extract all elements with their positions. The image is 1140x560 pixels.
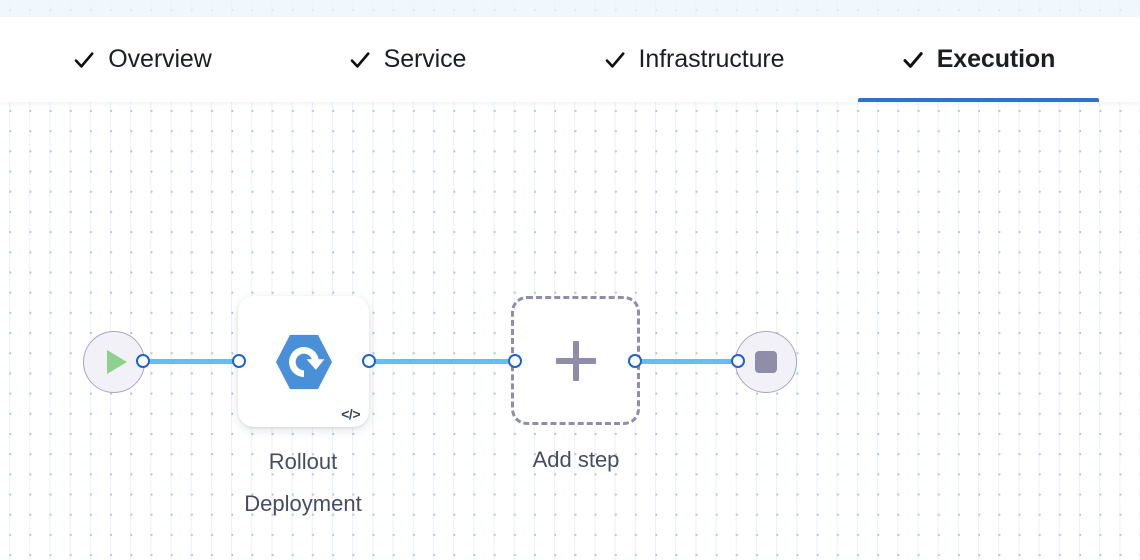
tab-infrastructure-label: Infrastructure	[638, 45, 785, 73]
start-node-output-handle[interactable]	[136, 354, 150, 368]
check-icon	[73, 49, 95, 71]
tab-service-label: Service	[383, 45, 467, 73]
add-step-input-handle[interactable]	[508, 354, 522, 368]
play-icon	[107, 350, 127, 374]
rollout-node-input-handle[interactable]	[232, 354, 246, 368]
end-node-input-handle[interactable]	[731, 354, 745, 368]
tab-execution-underline	[858, 98, 1099, 102]
rollout-node-output-handle[interactable]	[362, 354, 376, 368]
tab-execution[interactable]: Execution	[858, 17, 1099, 102]
tab-execution-label: Execution	[936, 45, 1056, 73]
check-icon	[349, 49, 371, 71]
check-icon	[902, 49, 924, 71]
plus-icon	[555, 340, 596, 381]
pipeline-start-node[interactable]	[83, 331, 145, 393]
tab-overview-underline	[0, 98, 285, 102]
tab-overview-label: Overview	[108, 45, 212, 73]
check-icon	[604, 49, 626, 71]
stop-icon	[755, 351, 777, 373]
pipeline-tabbar: Overview Service Infrastructur	[0, 17, 1140, 102]
edge-rollout-to-add-step[interactable]	[366, 359, 520, 364]
tab-overview[interactable]: Overview	[0, 17, 285, 102]
rollout-hexagon-icon	[273, 333, 335, 391]
pipeline-end-node[interactable]	[735, 331, 797, 393]
code-icon: </>	[341, 406, 360, 422]
tab-infrastructure-underline	[530, 98, 858, 102]
add-step-node[interactable]	[511, 296, 640, 425]
step-node-rollout-deployment-label: Rollout Deployment	[244, 449, 362, 516]
add-step-node-label: Add step	[532, 447, 620, 472]
tab-service[interactable]: Service	[285, 17, 530, 102]
canvas-top-strip	[0, 0, 1140, 17]
tab-infrastructure[interactable]: Infrastructure	[530, 17, 858, 102]
edge-add-step-to-end[interactable]	[632, 359, 742, 364]
step-node-rollout-deployment[interactable]: </>	[238, 296, 369, 427]
add-step-output-handle[interactable]	[628, 354, 642, 368]
edge-start-to-rollout[interactable]	[140, 359, 244, 364]
tab-service-underline	[285, 98, 530, 102]
pipeline-tabs: Overview Service Infrastructur	[0, 17, 1140, 102]
